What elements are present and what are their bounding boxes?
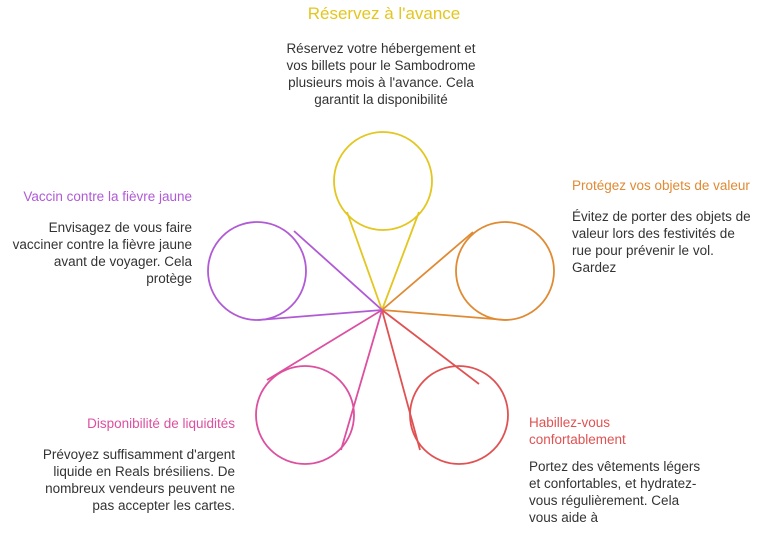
petal-right-upper: [381, 221, 555, 321]
petal-left-upper-connector: [257, 230, 383, 321]
title-habillez: Habillez-vous confortablement: [529, 415, 626, 447]
title-liquidites: Disponibilité de liquidités: [87, 416, 235, 431]
description-liquidites: Prévoyez suffisamment d'argent liquide e…: [42, 447, 235, 513]
petal-left-lower: [255, 309, 383, 465]
petal-left-lower-circle: [255, 365, 355, 465]
title-vaccin: Vaccin contre la fièvre jaune: [23, 189, 192, 204]
description-habillez: Portez des vêtements légers et confortab…: [529, 459, 701, 525]
petal-left-upper-circle: [207, 221, 307, 321]
petal-top-connector: [346, 211, 420, 311]
petal-right-lower: [381, 309, 509, 465]
title-protegez: Protégez vos objets de valeur: [572, 178, 750, 193]
description-reservez: Réservez votre hébergement et vos billet…: [286, 41, 476, 107]
petal-right-upper-circle: [455, 221, 555, 321]
description-vaccin: Envisagez de vous faire vacciner contre …: [12, 220, 192, 286]
petal-right-lower-connector: [381, 309, 480, 451]
petal-top: [333, 131, 433, 311]
petal-right-lower-circle: [409, 365, 509, 465]
petal-right-upper-connector: [381, 231, 507, 321]
petal-left-lower-connector: [266, 309, 383, 451]
title-reservez: Réservez à l'avance: [307, 4, 461, 23]
description-protegez: Évitez de porter des objets de valeur lo…: [572, 209, 751, 275]
petal-top-circle: [333, 131, 433, 231]
petal-left-upper: [207, 221, 383, 321]
